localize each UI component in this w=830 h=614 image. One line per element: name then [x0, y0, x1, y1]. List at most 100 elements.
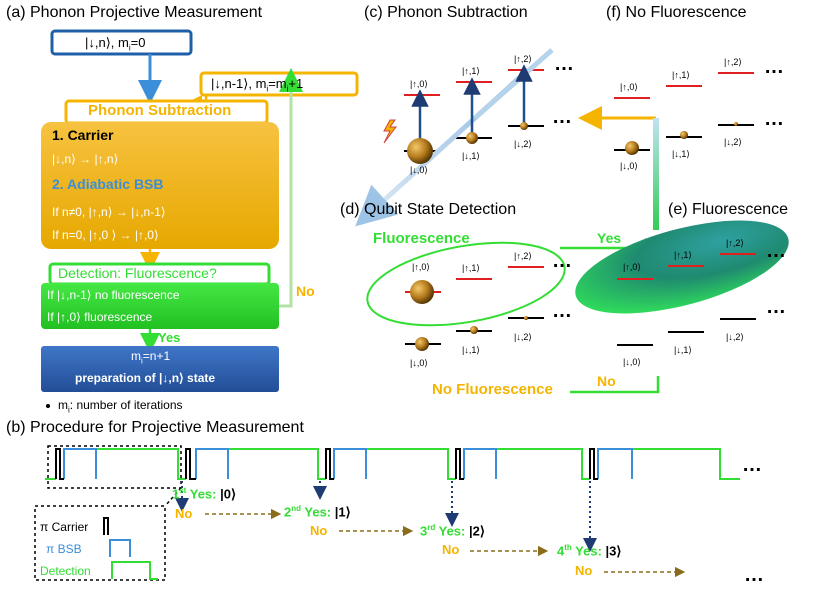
c-up-2: |↑,2⟩ [514, 54, 532, 64]
detection-result-box [41, 283, 279, 329]
d-up-2: |↑,2⟩ [514, 251, 532, 261]
no-label-b2: No [310, 523, 328, 538]
no-fluorescence-label: No Fluorescence [432, 381, 553, 398]
f-dots-top: … [764, 56, 784, 78]
zoom-box-top [47, 445, 182, 489]
f-down-2: |↓,2⟩ [724, 137, 742, 147]
population-ball-f2 [734, 122, 738, 126]
preparation-box [41, 346, 279, 392]
bullet-dot [46, 404, 50, 408]
c-down-0: |↓,0⟩ [410, 165, 428, 175]
population-ball-d0 [415, 337, 429, 351]
d-up-0: |↑,0⟩ [412, 262, 430, 272]
no-label-b4: No [575, 563, 593, 578]
legend-carrier-pulse [103, 517, 109, 535]
legend-bsb-pulse [109, 539, 131, 557]
init-state-label: |↓,n⟩, mi=0 [85, 35, 146, 53]
no-loop-line [279, 82, 293, 308]
e-to-f-stem [653, 118, 659, 230]
yes-label-a: Yes [158, 330, 181, 345]
legend-carrier: π Carrier [40, 520, 89, 534]
d-dots-bottom: … [552, 300, 572, 322]
fluorescence-ellipse-d [366, 241, 566, 327]
f-down-0: |↓,0⟩ [620, 161, 638, 171]
d-down-1: |↓,1⟩ [462, 345, 480, 355]
d-dots-top: … [552, 250, 572, 272]
yes-label-2: 2nd Yes: |1⟩ [284, 504, 351, 520]
population-ball-c1 [466, 132, 478, 144]
iterations-note: mi: number of iterations [58, 398, 183, 415]
no-label-d: No [597, 373, 616, 389]
f-down-1: |↓,1⟩ [672, 149, 690, 159]
no-fluorescence-line [570, 376, 660, 394]
c-dots-bottom: … [552, 106, 572, 128]
population-ball-f1 [680, 131, 688, 139]
no-label-b3: No [442, 542, 460, 557]
pulse-sequence [45, 448, 740, 480]
population-ball-d-up [410, 280, 434, 304]
f-up-0: |↑,0⟩ [620, 82, 638, 92]
population-ball-d1 [470, 326, 478, 334]
legend-bsb: π BSB [46, 542, 82, 556]
e-dots-bottom: … [766, 296, 786, 318]
detection-label: Detection: Fluorescence? [58, 265, 217, 281]
yes-label-d: Yes [597, 230, 622, 246]
timeline-dots-bottom: … [744, 564, 764, 586]
prep-line-2: preparation of |↓,n⟩ state [75, 371, 216, 385]
c-up-0: |↑,0⟩ [410, 79, 428, 89]
legend-detection-pulse [111, 561, 158, 580]
phonon-subtraction-label: Phonon Subtraction [88, 102, 232, 119]
carrier-pulses [55, 448, 598, 480]
subtraction-steps-box [41, 122, 279, 249]
panel-e-title: (e) Fluorescence [668, 201, 789, 218]
prep-line-1: mi=n+1 [131, 349, 171, 366]
adiabatic-step: 2. Adiabatic BSB [52, 176, 164, 192]
zoom-connector [164, 487, 182, 507]
yes-label-3: 3rd Yes: |2⟩ [420, 523, 485, 539]
panel-f-title: (f) No Fluorescence [606, 4, 747, 21]
no-label-b1: No [175, 506, 193, 521]
c-down-1: |↓,1⟩ [462, 151, 480, 161]
e-up-0: |↑,0⟩ [623, 262, 641, 272]
population-ball-c0 [407, 138, 433, 164]
population-ball-c2 [520, 122, 528, 130]
c-down-2: |↓,2⟩ [514, 139, 532, 149]
detection-line-1: If |↓,n-1⟩ no fluorescence [47, 288, 180, 302]
carrier-step: 1. Carrier [52, 127, 114, 143]
subtraction-diagonal-2 [473, 48, 554, 120]
f-dots-bottom: … [764, 108, 784, 130]
feedback-state-label: |↓,n-1⟩, mi=mi+1 [211, 76, 304, 94]
bsb-pulses [63, 448, 633, 479]
panel-d-title: (d) Qubit State Detection [340, 201, 517, 218]
timeline-dots: … [742, 454, 762, 476]
panel-b-title: (b) Procedure for Projective Measurement [6, 419, 304, 436]
e-dots-top: … [766, 240, 786, 262]
no-label-a: No [296, 283, 315, 299]
e-down-2: |↓,2⟩ [726, 332, 744, 342]
if-n-zero: If n=0, |↑,0 ⟩ → |↑,0⟩ [52, 228, 159, 242]
d-down-2: |↓,2⟩ [514, 332, 532, 342]
e-up-1: |↑,1⟩ [674, 250, 692, 260]
e-up-2: |↑,2⟩ [726, 238, 744, 248]
f-up-1: |↑,1⟩ [672, 70, 690, 80]
fluorescence-label: Fluorescence [373, 230, 470, 247]
population-ball-d2 [524, 316, 528, 320]
e-down-1: |↓,1⟩ [674, 345, 692, 355]
panel-c-title: (c) Phonon Subtraction [364, 4, 528, 21]
panel-a-title: (a) Phonon Projective Measurement [6, 4, 263, 21]
lightning-icon [383, 119, 397, 144]
c-up-1: |↑,1⟩ [462, 66, 480, 76]
legend-detection: Detection [40, 564, 91, 578]
if-n-nonzero: If n≠0, |↑,n⟩ → |↓,n-1⟩ [52, 205, 166, 219]
yes-label-1: 1st Yes: |0⟩ [172, 486, 237, 502]
d-down-0: |↓,0⟩ [410, 358, 428, 368]
e-down-0: |↓,0⟩ [623, 357, 641, 367]
init-state-box [50, 29, 193, 56]
population-ball-f0 [625, 141, 639, 155]
d-up-1: |↑,1⟩ [462, 263, 480, 273]
f-up-2: |↑,2⟩ [724, 57, 742, 67]
detection-line-2: If |↑,0⟩ fluorescence [47, 310, 153, 324]
c-dots-top: … [554, 53, 574, 75]
yes-label-4: 4th Yes: |3⟩ [557, 543, 622, 559]
